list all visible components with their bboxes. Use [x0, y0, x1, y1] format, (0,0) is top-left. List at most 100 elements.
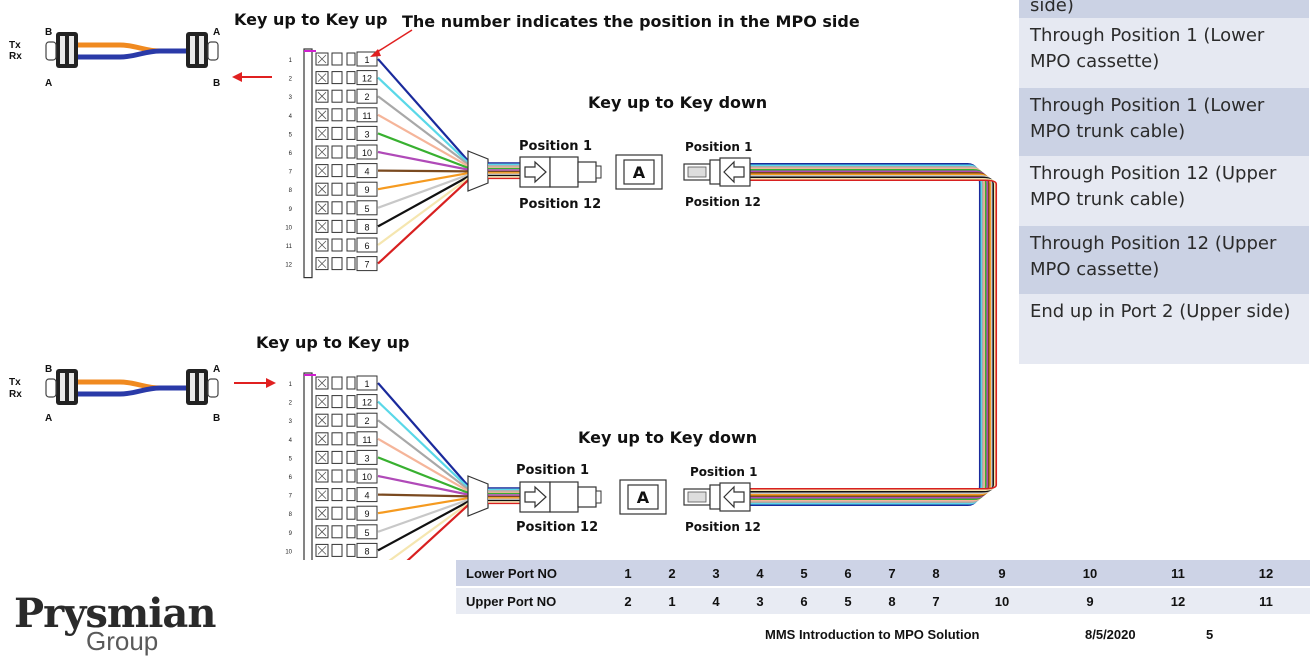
- sidebar-step-1: Through Position 1 (Lower MPO cassette): [1019, 18, 1309, 88]
- port-number: 8: [289, 512, 293, 518]
- key-arrow-icon: [524, 160, 547, 184]
- port-box: [331, 89, 343, 103]
- fiber-strand: [377, 58, 471, 164]
- mpo-position-number: 12: [362, 74, 372, 84]
- port-box: [331, 182, 343, 196]
- sidebar-step-0: side): [1019, 0, 1309, 18]
- fiber-strand: [377, 150, 471, 172]
- port-number: 6: [289, 151, 293, 157]
- connector-ferrule: [207, 41, 219, 61]
- trunk-fiber: [750, 173, 992, 496]
- mpo-position-number: 1: [364, 379, 369, 389]
- fiber-strand: [377, 169, 471, 173]
- port-cross: [317, 73, 327, 82]
- mpo-housing: [549, 481, 579, 513]
- lc-boot: [346, 145, 356, 159]
- lc-boot: [346, 201, 356, 215]
- lc-boot: [346, 182, 356, 196]
- lc-label-box: [356, 412, 378, 428]
- port-number: 1: [289, 58, 293, 64]
- port-number: 2: [289, 401, 293, 407]
- mpo-ferrule: [577, 486, 597, 508]
- lc-label-box: [356, 107, 378, 123]
- cord-end-b-top-left: B: [45, 27, 53, 38]
- trunk-fiber: [750, 164, 983, 505]
- trunk-fiber: [750, 179, 998, 490]
- port-number: 4: [289, 114, 293, 120]
- fanout-top: [377, 58, 520, 265]
- fiber-strand: [377, 176, 471, 246]
- lc-boot: [346, 52, 356, 66]
- upper-port-row: Upper Port NO 2 1 4 3 6 5 8 7 10 9 12 11: [456, 587, 1310, 614]
- fanout-bottom: [377, 382, 520, 560]
- lc-label-box: [356, 524, 378, 540]
- lc-label-box: [356, 218, 378, 234]
- bottom-position-1-left: Position 1: [516, 463, 590, 478]
- upper-port-cell: 8: [870, 587, 914, 614]
- adapter-label: A: [633, 163, 646, 182]
- lower-port-cell: 5: [782, 560, 826, 588]
- connector-latch: [60, 36, 65, 64]
- lc-label-box: [356, 468, 378, 484]
- port-number: 9: [289, 207, 293, 213]
- mpo-position-number: 4: [364, 167, 369, 177]
- port-number: 5: [289, 456, 293, 462]
- port-number: 1: [289, 382, 293, 388]
- top-position-1-left: Position 1: [519, 139, 593, 154]
- lc-boot: [346, 164, 356, 178]
- lower-port-row: Lower Port NO 1 2 3 4 5 6 7 8 9 10 11 12: [456, 560, 1310, 588]
- fiber-strand: [377, 382, 471, 489]
- lc-boot: [346, 257, 356, 271]
- logo-subtitle: Group: [86, 626, 159, 656]
- port-number: 7: [289, 170, 293, 176]
- lc-boot: [346, 89, 356, 103]
- rx-label-bottom: Rx: [9, 389, 22, 400]
- lc-boot: [346, 450, 356, 464]
- lower-port-cell: 10: [1046, 560, 1134, 588]
- lower-port-cell: 2: [650, 560, 694, 588]
- mpo-position-number: 11: [362, 435, 371, 445]
- fiber-strand: [377, 498, 471, 533]
- lower-port-cell: 3: [694, 560, 738, 588]
- arrow-left-head: [232, 72, 242, 82]
- connector-latch: [69, 373, 74, 401]
- fiber-strand: [388, 501, 471, 560]
- fiber-strand: [377, 493, 471, 498]
- port-box: [331, 506, 343, 520]
- mpo-position-number: 5: [364, 204, 369, 214]
- lc-label-box: [356, 487, 378, 503]
- port-cross: [317, 527, 327, 537]
- annotation-pointer-head: [370, 49, 381, 57]
- mpo-tip: [595, 490, 602, 504]
- duplex-connector: [56, 369, 78, 405]
- port-number: 8: [289, 188, 293, 194]
- adapter-face: [623, 159, 655, 185]
- ferrule-fibers: [687, 166, 707, 178]
- duplex-connector: [186, 369, 208, 405]
- cord-end-a-top-right: A: [213, 27, 221, 38]
- top-junction-label: Key up to Key down: [588, 93, 768, 112]
- port-cross: [317, 453, 327, 462]
- lc-boot: [346, 525, 356, 539]
- mpo-position-number: 10: [362, 148, 372, 158]
- trunk-cable: [750, 162, 998, 507]
- lc-boot: [346, 108, 356, 122]
- cord-end-b-bottom-left: B: [45, 364, 53, 375]
- port-box: [331, 469, 343, 483]
- lc-label-box: [356, 125, 378, 141]
- mpo-collar: [709, 159, 721, 185]
- port-number: 9: [289, 531, 293, 537]
- port-box: [331, 108, 343, 122]
- port-cross: [317, 203, 327, 213]
- trunk-fiber: [750, 165, 984, 504]
- upper-port-cell: 7: [914, 587, 958, 614]
- fiber-strand: [377, 177, 471, 265]
- mpo-position-number: 10: [362, 472, 372, 482]
- port-box: [331, 238, 343, 252]
- lc-boot: [346, 219, 356, 233]
- port-cross: [317, 415, 327, 425]
- port-cross: [317, 546, 327, 555]
- lc-boot: [346, 126, 356, 140]
- upper-port-cell: 5: [826, 587, 870, 614]
